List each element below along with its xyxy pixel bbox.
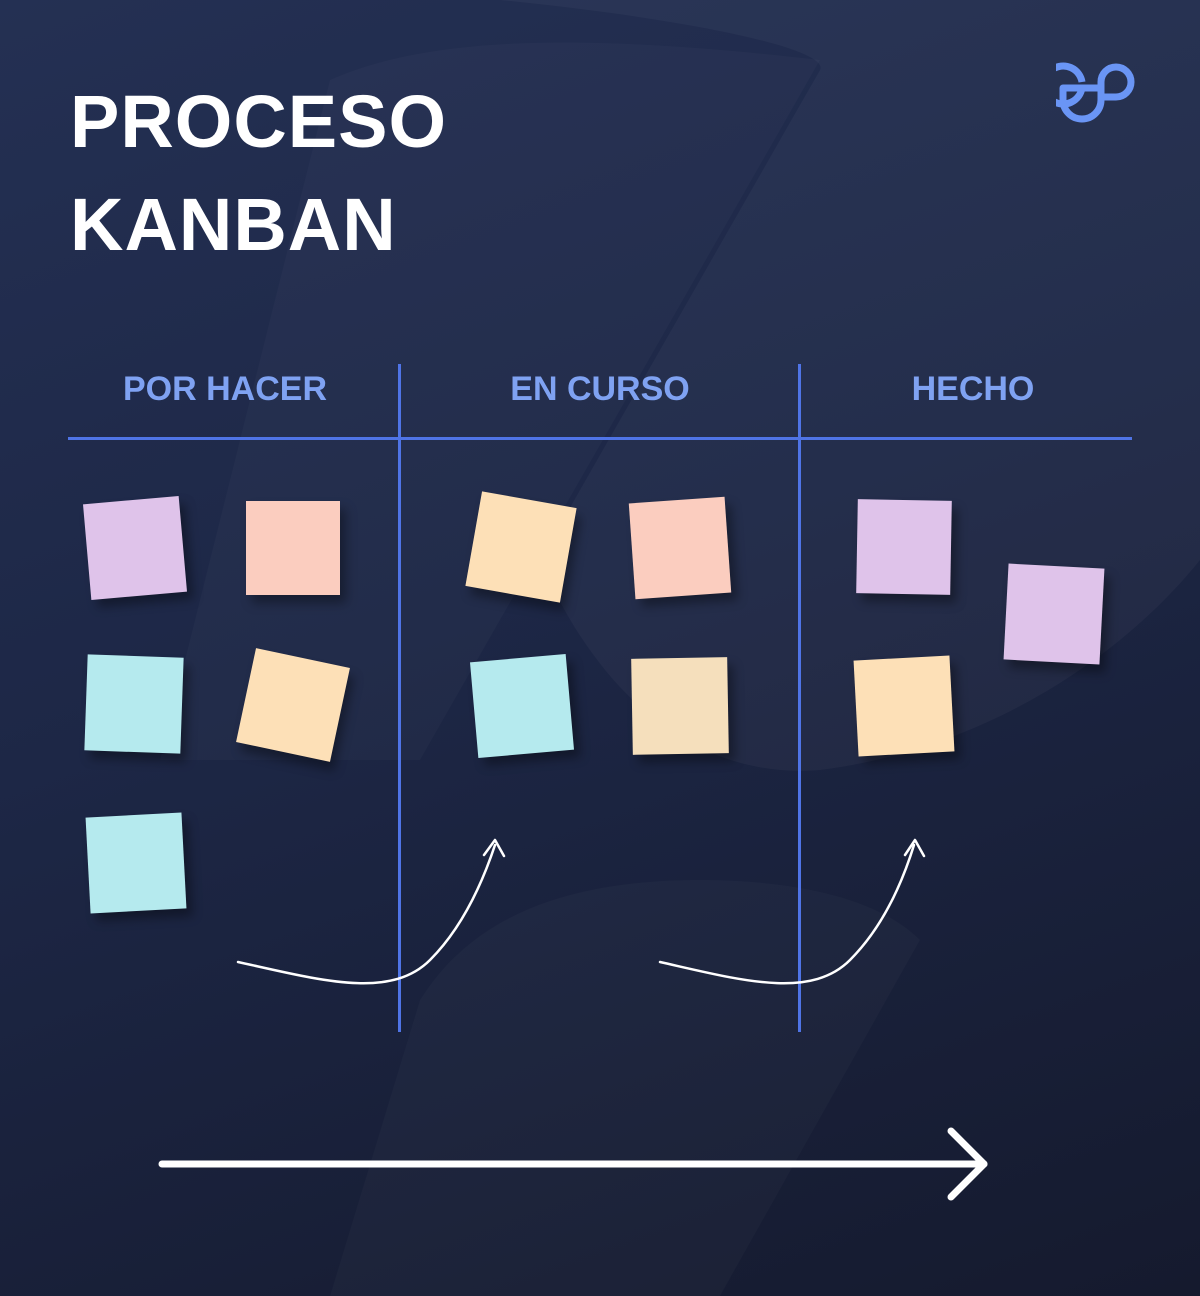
- sticky-note-cyan: [84, 654, 184, 754]
- column-divider-1: [398, 364, 401, 1032]
- sticky-note-cyan: [469, 653, 575, 759]
- sticky-note-peach: [246, 501, 340, 595]
- sticky-note-peach: [628, 496, 732, 600]
- page-title: PROCESO KANBAN: [70, 70, 447, 276]
- sticky-note-purple: [1003, 563, 1105, 665]
- brand-logo-icon: [1056, 62, 1135, 123]
- progress-arrow-head: [947, 1127, 988, 1201]
- sticky-note-cyan: [85, 812, 187, 914]
- curved-arrow-head-1: [482, 838, 506, 858]
- sticky-note-orange: [236, 648, 350, 762]
- title-line-2: KANBAN: [70, 183, 397, 266]
- column-divider-2: [798, 364, 801, 1032]
- column-header-hecho: HECHO: [911, 370, 1035, 408]
- column-header-en-curso: EN CURSO: [510, 370, 690, 408]
- background-swoosh-lower: [330, 880, 920, 1296]
- sticky-note-orange: [465, 491, 577, 603]
- column-header-por-hacer: POR HACER: [122, 370, 328, 408]
- sticky-note-orange: [853, 655, 955, 757]
- sticky-note-purple: [82, 495, 188, 601]
- curved-arrow-to-hecho: [658, 843, 916, 985]
- title-line-1: PROCESO: [70, 80, 448, 163]
- board-header-divider: [68, 437, 1132, 440]
- sticky-note-beige: [631, 657, 729, 755]
- curved-arrow-head-2: [903, 838, 926, 858]
- sticky-note-purple: [856, 499, 952, 595]
- curved-arrow-to-en-curso: [236, 843, 497, 985]
